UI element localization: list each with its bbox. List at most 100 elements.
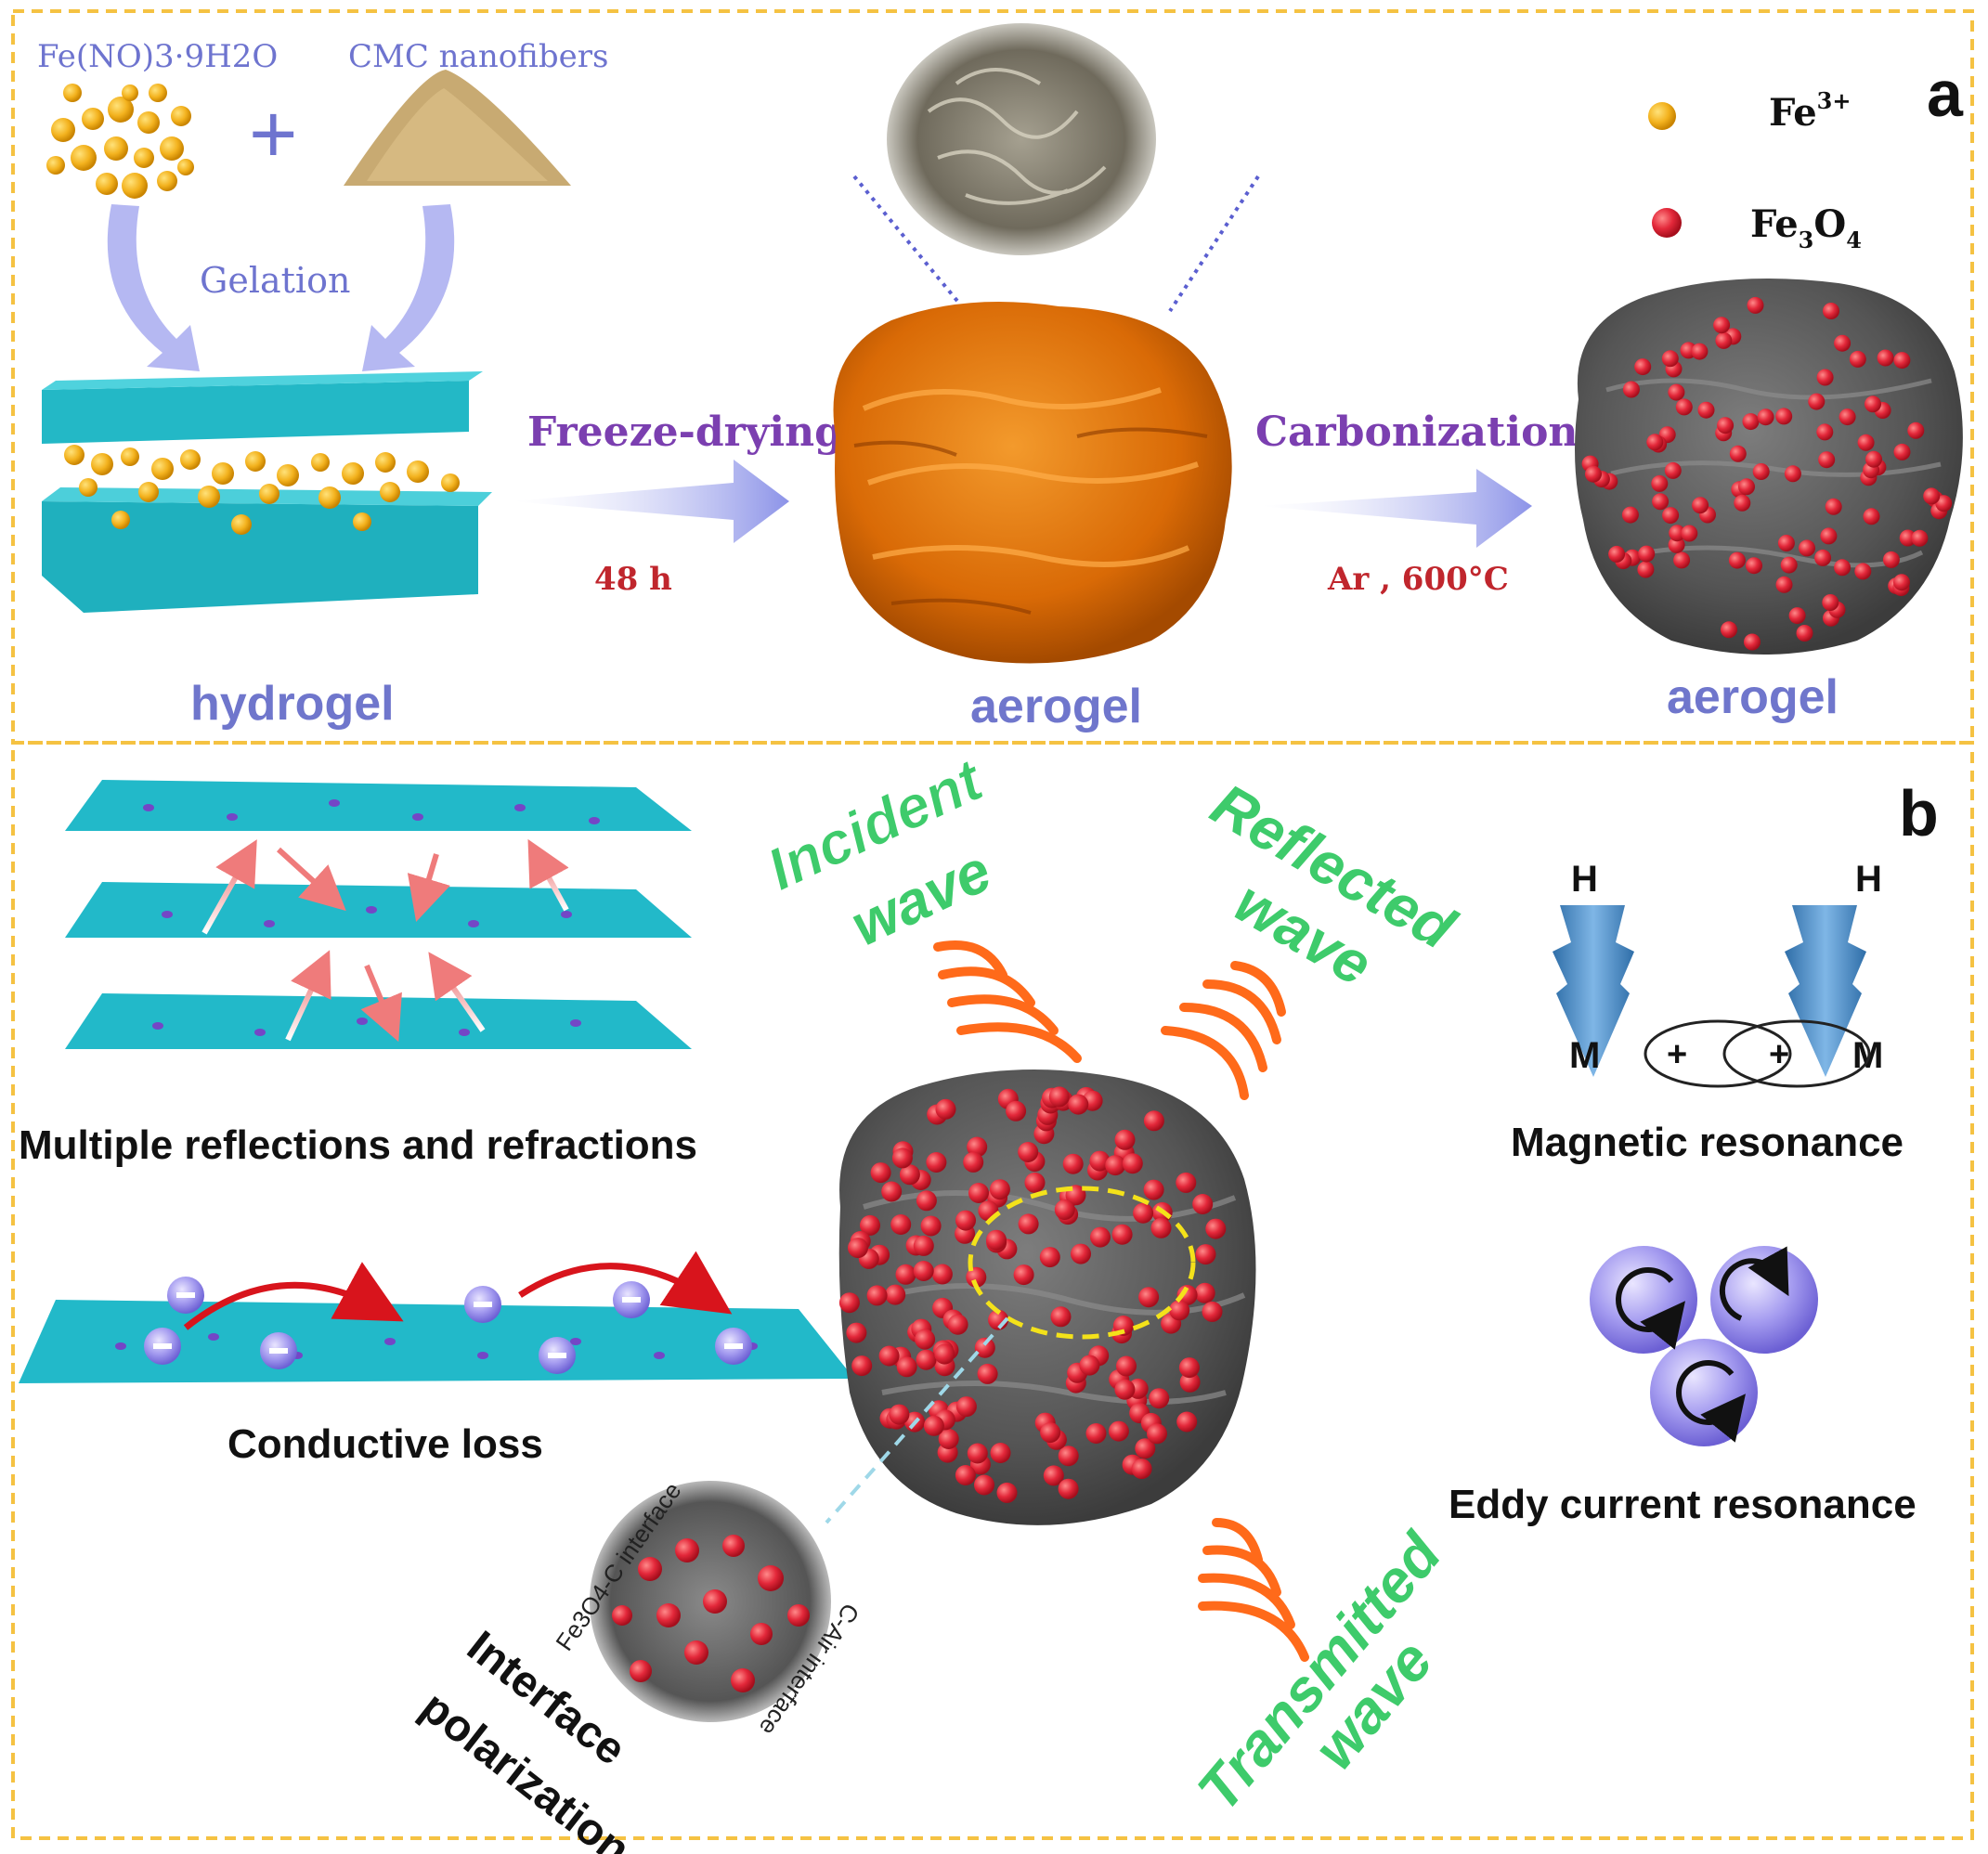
fe3o4-particle — [986, 1229, 1007, 1251]
fe3o4-particle — [1757, 408, 1774, 426]
fe3o4-particle — [1822, 594, 1839, 611]
fe3o4-particle — [1738, 478, 1755, 496]
magnetic-resonance-diagram: H H M M + + — [1553, 859, 1883, 1088]
fe3o4-particle — [1664, 461, 1682, 479]
fe3o4-particle — [1194, 1282, 1215, 1303]
fe3o4-particle — [1728, 551, 1746, 569]
fe3o4-particle — [1816, 369, 1834, 386]
fe3o4-particle — [1646, 434, 1664, 451]
fe3o4-particle — [1744, 633, 1761, 651]
fe3o4-particle — [1143, 1179, 1164, 1200]
carbon-aerogel — [1575, 279, 1963, 655]
panel-b-border — [11, 741, 1974, 1840]
conductive-loss-label: Conductive loss — [227, 1421, 543, 1467]
interface-inset — [590, 1481, 831, 1722]
fe3o4-particle — [1135, 1438, 1156, 1459]
fe3o4-particle — [1746, 557, 1762, 575]
fe3o4-particle — [1638, 545, 1656, 563]
fe3o4-particle — [974, 1337, 995, 1358]
reflection-arrows — [201, 838, 569, 1043]
fe3o4-particle — [1788, 607, 1806, 625]
fe3o4-particle — [1116, 1355, 1137, 1377]
fe3o4-particle — [1085, 1423, 1107, 1444]
incident-wave-icon — [933, 940, 1082, 1063]
fe3o4-particle — [1865, 450, 1882, 468]
fe3o4-particle — [1893, 574, 1910, 591]
fe3o4-particle — [1775, 408, 1793, 425]
plus-left: + — [1667, 1035, 1687, 1074]
fe3o4-particle — [989, 1179, 1010, 1200]
fe3o4-particle — [1039, 1247, 1060, 1268]
eddy-current-label: Eddy current resonance — [1449, 1482, 1917, 1527]
m-label-left: M — [1569, 1035, 1600, 1076]
fe3o4-particle — [1048, 1086, 1070, 1108]
fe3o4-particle — [1111, 1224, 1133, 1245]
fe3-particle-cluster — [46, 84, 194, 199]
fe3o4-particle — [1780, 556, 1798, 574]
fe3o4-particle — [1040, 1422, 1061, 1444]
fe3o4-particle — [1058, 1478, 1079, 1499]
fe3o4-particle — [1050, 1306, 1072, 1328]
fe3o4-particle — [1752, 463, 1770, 480]
highlight-ellipse — [968, 1186, 1196, 1340]
legend-fe3-label: Fe3+ — [1769, 87, 1851, 135]
fe3o4-particle — [923, 1415, 944, 1436]
transmitted-wave-icon — [1198, 1518, 1309, 1662]
fe3o4-particle — [1818, 451, 1836, 469]
fe3o4-particle — [1893, 352, 1911, 370]
legend-fe3-marker — [1648, 102, 1676, 130]
fe3o4-particle — [1622, 381, 1640, 398]
fe3o4-particle — [846, 1322, 867, 1343]
fe3o4-particle — [935, 1098, 956, 1120]
fe3o4-particle — [955, 1210, 976, 1231]
fe3o4-particle — [1150, 1217, 1172, 1238]
fe3o4-particle — [1893, 443, 1911, 460]
fe3o4-particle — [1713, 317, 1731, 334]
fe3o4-particle — [1834, 559, 1852, 577]
fe3o4-particle — [1742, 413, 1760, 431]
fe3o4-particle — [963, 1151, 984, 1173]
fe3o4-particle — [1105, 1155, 1126, 1176]
plus-sign: + — [249, 88, 298, 181]
fe3o4-particle — [1907, 421, 1925, 439]
fe3o4-particles-b — [838, 1086, 1227, 1503]
fe3o4-particle — [1882, 551, 1900, 568]
fe3o4-particle — [1799, 539, 1815, 557]
fe3o4-particle — [890, 1214, 912, 1235]
legend-fe3o4-marker — [1652, 208, 1682, 238]
fe3o4-particle — [1877, 349, 1894, 367]
fe3o4-particle — [1079, 1355, 1100, 1376]
fe3o4-particle — [1071, 1243, 1091, 1264]
panel-a-letter: a — [1927, 58, 1964, 130]
fe3o4-particle — [1114, 1129, 1136, 1150]
hydrogel-illustration — [42, 371, 492, 613]
fe3o4-particle — [1192, 1194, 1214, 1214]
fe3o4-particle — [967, 1443, 988, 1464]
fe3o4-particle — [896, 1356, 917, 1378]
gelation-label: Gelation — [200, 260, 350, 301]
fe3o4-particle — [1195, 1244, 1216, 1265]
fe3o4-particle — [1784, 465, 1801, 483]
fe3o4-particle — [1734, 494, 1751, 512]
fe3o4-particle — [1675, 398, 1693, 416]
orange-aerogel — [833, 302, 1232, 664]
panel-b-letter: b — [1899, 777, 1939, 849]
fe3o4-particle — [916, 1349, 937, 1370]
fe3o4-particle — [1634, 358, 1652, 376]
fe3o4-particle — [891, 1147, 913, 1169]
fe3o4-particle — [968, 1183, 989, 1203]
fe3o4-particle — [1621, 506, 1639, 524]
fe3o4-particle — [1054, 1199, 1075, 1220]
h-label-right: H — [1855, 859, 1882, 900]
fe3o4-particle — [885, 1284, 906, 1305]
fe3o4-particle — [1637, 561, 1655, 578]
fe3o4-particle — [1651, 474, 1669, 492]
fe3o4-particle — [866, 1285, 888, 1306]
fe3o4-particle — [1131, 1459, 1152, 1480]
zoom-line — [825, 1316, 1009, 1524]
fe3o4-particle — [1608, 545, 1626, 563]
fe3o4-particle — [996, 1482, 1018, 1503]
fe3o4-particle — [1122, 1153, 1143, 1174]
fe3o4-particle — [1899, 529, 1917, 547]
